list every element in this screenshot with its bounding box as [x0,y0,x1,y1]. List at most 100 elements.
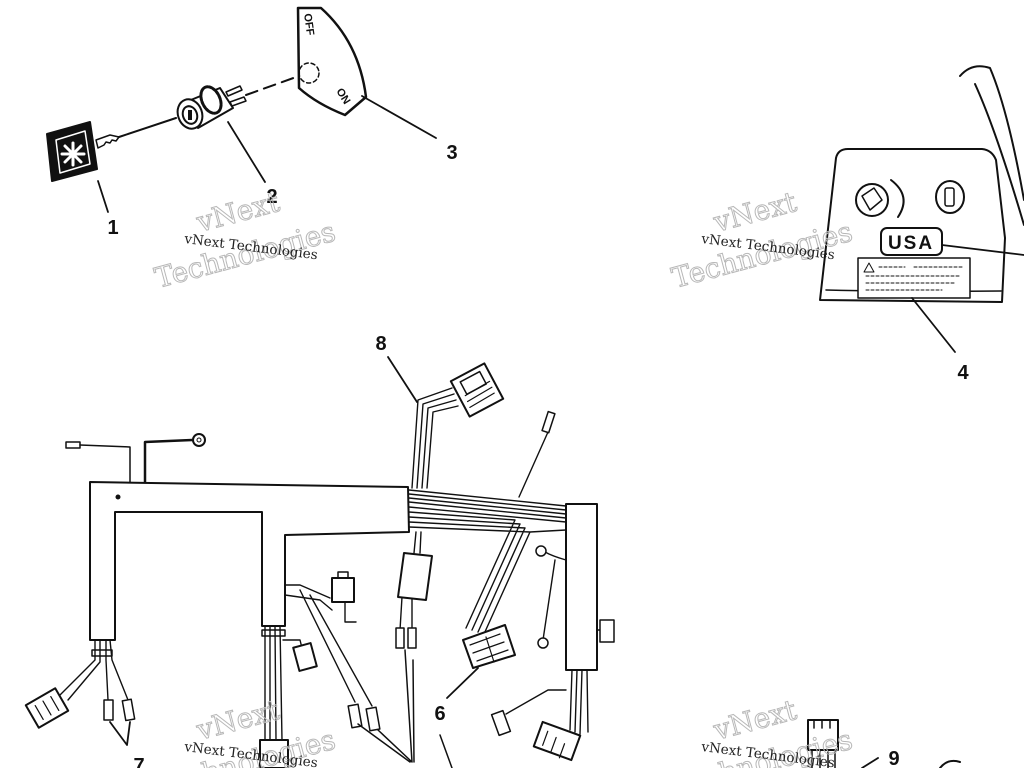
callout-4: 4 [957,362,969,384]
right-side-connector [599,619,615,643]
leader-bottom-converging [357,649,453,768]
callout-7: 7 [133,755,144,768]
leader-4 [911,297,956,353]
callout-1: 1 [107,217,118,239]
callout-6: 6 [434,703,445,725]
middle-upper-connector-detail [337,571,349,579]
middle-terminal-b [365,706,381,732]
thin-wire-terminal [518,410,556,498]
leader-9 [861,757,879,768]
ring-terminal-wire [143,438,194,484]
middle-upper-wires [284,584,373,707]
ground-ring-bottom [537,637,549,649]
badge-frame [880,227,943,256]
ring-terminal-hole [196,437,202,443]
callout-8: 8 [375,333,386,355]
inline-terminal-a [395,627,405,649]
wiring-harness [24,362,615,768]
right-bottom-connector [532,720,582,762]
pin-terminal [65,441,81,449]
key-slot [188,110,192,120]
leader-6 [446,667,479,699]
switch-to-plate-dashed-line [245,75,300,96]
connector-6-cavities [469,633,509,663]
wire-bundle-to-connector-6 [408,511,567,635]
left-terminal-b [121,698,136,722]
harness-right-sheath [565,503,598,671]
key [46,121,120,182]
dash-panel: USA [819,65,1024,303]
callout-9: 9 [888,748,899,768]
hood-outline [959,65,1024,226]
leader-1 [97,180,109,213]
badge-text: USA [888,233,934,254]
middle-branch [259,571,381,768]
plate-outline [296,6,368,117]
key-to-switch-line [118,117,177,138]
inline-terminal-b [407,627,417,649]
decal-frame [857,257,971,299]
middle-bottom-connector [259,739,289,768]
connector-6-group [462,624,516,669]
leader-7 [109,721,131,746]
thin-wire [518,431,549,498]
lower-connector-pins [811,719,836,768]
callouts: 1 2 3 4 6 7 8 9 [107,142,969,768]
drawing: OFF ON USA [24,6,1024,768]
ground-ring-top [535,545,547,557]
leader-3 [361,95,437,139]
ring-terminal [192,433,206,447]
plate-switch-hole [298,62,320,84]
key-switch-shield [890,179,905,218]
ignition-switch [176,85,247,130]
switch-cylinder [181,105,199,125]
middle-terminal-a [347,703,363,729]
decal-warning-icon [863,262,875,273]
switch-plate: OFF ON [296,6,368,117]
inline-connector [395,531,433,649]
key-fob-inset [55,130,91,174]
inline-connector-wires [399,531,422,631]
top-connector [449,362,505,418]
lower-connector-housing [807,719,839,751]
panel-key-switch [855,179,905,218]
right-branch-wires [569,669,589,735]
lower-connector [807,719,961,768]
top-connector-housing [449,362,505,418]
leader-2 [227,121,266,183]
top-left-wires [65,433,206,484]
top-connector-ribs [464,380,495,408]
pin-terminal-wire [79,444,131,483]
badge-leader [941,244,1024,256]
switch-terminals [225,85,247,107]
warning-decal [857,257,971,299]
loose-terminal [490,709,512,737]
right-bottom-connector-cavities [542,730,566,759]
leader-8 [387,356,418,403]
toggle-switch-lever [944,187,955,207]
wire-bundle-to-connector-8 [411,387,459,489]
plate-off-label: OFF [301,13,316,37]
key-switch-head [861,187,883,211]
switch-nut [199,85,223,115]
decal-fine-print [865,266,963,291]
left-connector-cavities [34,695,60,721]
middle-branch-tape [261,629,286,637]
loose-terminal-wire [505,689,567,715]
right-branch [490,545,615,762]
left-branch [24,639,136,729]
inline-connector-body [397,552,433,601]
callout-3: 3 [446,142,457,164]
key-blade [95,134,120,149]
left-branch-wires [59,639,129,701]
middle-upper-connector [331,577,355,603]
callout-2: 2 [266,186,277,208]
key-fob-emblem [60,141,86,167]
wire-bundle-to-right-sheath [408,489,567,523]
usa-badge: USA [880,227,943,256]
left-branch-connector [24,687,70,729]
panel-toggle-switch [935,180,965,214]
thin-wire-pin [541,410,556,434]
middle-branch-wires [264,625,303,741]
